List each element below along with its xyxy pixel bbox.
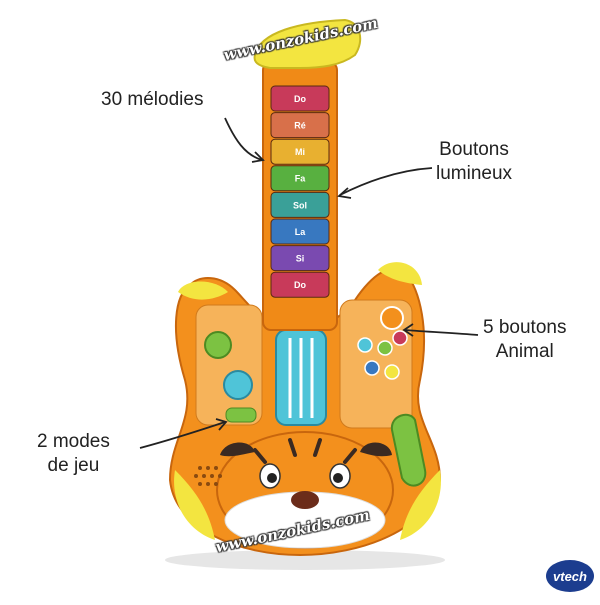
callout-melodies-text: 30 mélodies: [101, 89, 204, 110]
bottom-left-yellow: [174, 470, 215, 540]
right-horn-tip: [378, 262, 422, 285]
strings: [288, 338, 314, 418]
left-panel: [195, 304, 263, 426]
tiger-right-ear: [360, 442, 392, 457]
fret-key-label-7: Si: [296, 253, 305, 263]
tiger-right-pupil: [333, 473, 343, 483]
vtech-logo: vtech: [546, 560, 594, 592]
spiral-button[interactable]: [204, 331, 232, 359]
animal-button-2[interactable]: [377, 340, 393, 356]
mode-switch[interactable]: [225, 407, 257, 423]
animal-button-3[interactable]: [392, 330, 408, 346]
round-dial[interactable]: [223, 370, 253, 400]
fret-key-7[interactable]: [270, 245, 330, 272]
fret-key-6[interactable]: [270, 218, 330, 245]
callout-melodies: 30 mélodies: [101, 88, 203, 112]
fret-key-3[interactable]: [270, 138, 330, 165]
fret-key-2[interactable]: [270, 112, 330, 139]
callout-animal-line2: Animal: [495, 341, 554, 362]
fret-key-label-5: Sol: [293, 200, 307, 210]
callout-animal-line1: 5 boutons: [483, 317, 567, 338]
fret-key-label-4: Fa: [295, 174, 306, 184]
animal-button-4[interactable]: [364, 360, 380, 376]
tiger-stripes: [253, 438, 357, 464]
callout-lumineux-line1: Boutons: [439, 139, 509, 160]
callout-modes-line2: de jeu: [47, 455, 100, 476]
shadow: [165, 550, 445, 570]
fret-key-label-1: Do: [294, 94, 306, 104]
tiger-left-pupil: [267, 473, 277, 483]
fret-key-label-8: Do: [294, 280, 306, 290]
fret-key-label-2: Ré: [294, 120, 306, 130]
fret-key-4[interactable]: [270, 165, 330, 192]
speaker-grille: [194, 466, 222, 486]
animal-button-tiger[interactable]: [380, 306, 404, 330]
tiger-nose: [291, 491, 319, 509]
guitar-headstock: [253, 18, 362, 69]
callout-lumineux-line2: lumineux: [436, 163, 513, 184]
bottom-right-yellow: [400, 470, 441, 540]
fret-key-8[interactable]: [270, 271, 330, 298]
fret-key-1[interactable]: [270, 85, 330, 112]
callout-animal: 5 boutons Animal: [483, 316, 566, 364]
callout-lumineux: Boutons lumineux: [436, 138, 512, 186]
tiger-left-ear: [220, 442, 255, 457]
left-horn-tip: [178, 281, 228, 300]
fret-key-label-3: Mi: [295, 147, 305, 157]
animal-button-1[interactable]: [357, 337, 373, 353]
callout-modes: 2 modes de jeu: [37, 430, 110, 478]
phone-handle[interactable]: [390, 413, 427, 487]
fret-key-5[interactable]: [270, 191, 330, 218]
callout-modes-line1: 2 modes: [37, 431, 110, 452]
fret-key-label-6: La: [295, 227, 306, 237]
animal-button-5[interactable]: [384, 364, 400, 380]
vtech-logo-text: vtech: [553, 568, 587, 584]
